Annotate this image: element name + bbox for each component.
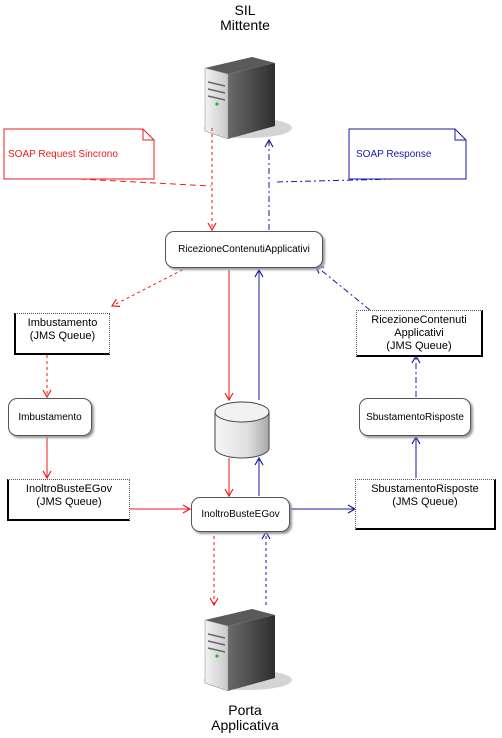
response-note-link: [274, 178, 396, 183]
ricezione-queue: RicezioneContenuti Applicativi (JMS Queu…: [356, 310, 483, 357]
soap-request-note-text: SOAP Request Sincrono: [8, 148, 118, 160]
receiver-server-icon: [204, 609, 292, 692]
sender-server-line1: SIL: [234, 2, 256, 18]
imbustamento-component: Imbustamento: [8, 398, 92, 436]
response-flow: [254, 138, 421, 605]
ricezione-queue-name: RicezioneContenuti: [371, 314, 467, 326]
soap-request-note: [3, 128, 155, 180]
receiver-server-line1: Porta: [228, 702, 262, 718]
sbustamento-queue: SbustamentoRisposte (JMS Queue): [355, 479, 496, 530]
inoltro-queue-name: InoltroBusteEGov: [25, 483, 113, 495]
request-flow: [42, 128, 234, 607]
soap-response-note-text: SOAP Response: [356, 148, 432, 160]
imbustamento-queue-name: Imbustamento: [27, 317, 98, 329]
soap-response-note: [348, 128, 467, 180]
sbustamento-queue-name: SbustamentoRisposte: [371, 483, 479, 495]
database-icon: [214, 401, 270, 459]
sbustamento-component: SbustamentoRisposte: [359, 398, 471, 436]
sender-server-icon: [204, 57, 292, 140]
inoltro-queue-type: (JMS Queue): [36, 496, 102, 508]
imbustamento-queue-type: (JMS Queue): [29, 330, 96, 342]
inoltro-queue: InoltroBusteEGov (JMS Queue): [7, 479, 130, 521]
inoltro-component: InoltroBusteEGov: [191, 497, 290, 532]
receiver-server-line2: Applicativa: [211, 717, 279, 733]
ricezione-to-imbustamento-queue: [110, 266, 189, 307]
ricezione-component: RicezioneContenutiApplicativi: [165, 231, 323, 268]
sender-server-label: SIL Mittente: [190, 3, 300, 33]
sender-server-line2: Mittente: [220, 17, 270, 33]
ricezione-queue-to-ricezione: [315, 265, 371, 311]
request-note-link: [79, 178, 212, 187]
sbustamento-queue-type: (JMS Queue): [392, 496, 458, 508]
receiver-server-label: Porta Applicativa: [190, 703, 300, 733]
imbustamento-queue: Imbustamento (JMS Queue): [14, 313, 110, 355]
ricezione-queue-type: (JMS Queue): [386, 340, 452, 352]
ricezione-queue-name-cont: Applicativi: [394, 327, 444, 339]
